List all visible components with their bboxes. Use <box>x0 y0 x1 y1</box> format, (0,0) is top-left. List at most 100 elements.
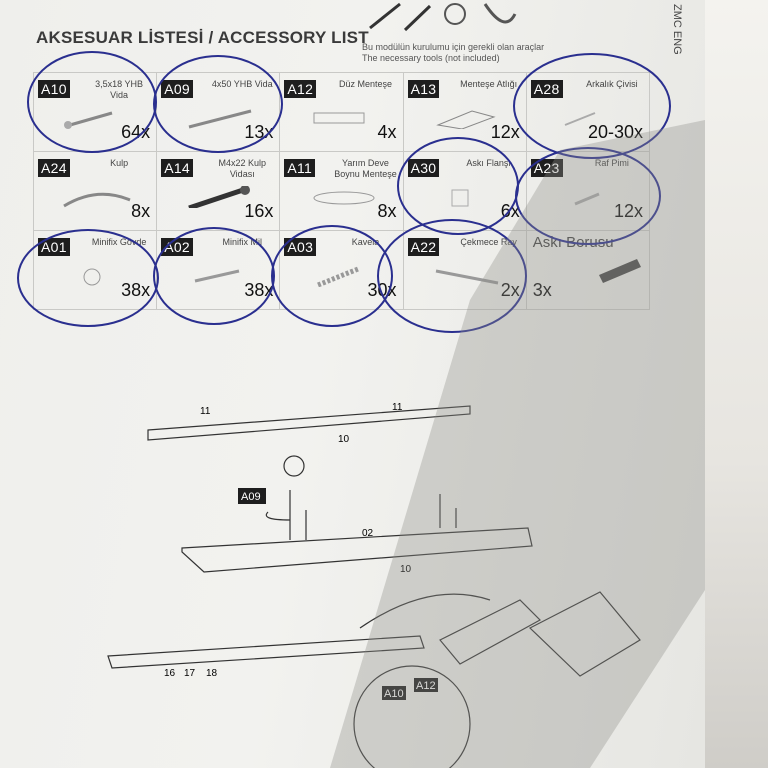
accessory-qty: 3x <box>532 280 552 300</box>
accessory-qty: 12x <box>613 201 643 221</box>
tools-note: Bu modülün kurulumu için gerekli olan ar… <box>362 42 544 64</box>
accessory-code: A01 <box>38 238 70 256</box>
accessory-code: A28 <box>530 80 563 98</box>
accessory-cell: A22 Çekmece Ray 2x <box>402 230 527 310</box>
handle-screw-icon <box>188 186 251 208</box>
accessory-name: Arkalık Çivisi <box>586 79 638 89</box>
handle-icon <box>63 192 131 208</box>
accessory-cell: A24 Kulp 8x <box>32 151 158 231</box>
tools-note-tr: Bu modülün kurulumu için gerekli olan ar… <box>362 42 545 52</box>
accessory-qty: 6x <box>500 201 520 221</box>
background-surface <box>705 0 768 768</box>
accessory-name: Kulp <box>110 158 129 168</box>
part-label: 02 <box>362 528 374 539</box>
flat-hinge-icon <box>313 112 365 124</box>
accessory-qty: 64x <box>121 122 151 142</box>
panel-bottom <box>107 635 425 669</box>
accessory-name: M4x22 Kulp Vidası <box>218 158 267 179</box>
panel-top <box>147 405 471 441</box>
part-label: 18 <box>206 668 218 679</box>
accessory-code: A13 <box>407 80 440 98</box>
accessory-cell: A23 Raf Pimi 12x <box>525 151 651 231</box>
assembly-diagram: 11 11 10 02 10 16 17 18 A09 A10 A12 <box>107 402 641 768</box>
accessory-name: Düz Menteşe <box>338 79 392 89</box>
accessory-qty: 2x <box>500 280 520 300</box>
accessory-code: A11 <box>284 159 316 177</box>
tools-note-en: The necessary tools (not included) <box>362 53 500 63</box>
accessory-code: A02 <box>161 238 193 256</box>
accessory-code: A24 <box>38 159 70 177</box>
part-badge: A10 <box>384 688 404 700</box>
rotate-arrow-icon <box>283 455 305 477</box>
accessory-name: Minifix Mil <box>222 237 263 247</box>
accessory-name: Menteşe Atlığı <box>460 79 518 89</box>
panel-middle <box>181 527 533 573</box>
accessory-qty: 4x <box>377 122 397 142</box>
accessory-qty: 8x <box>131 201 151 221</box>
accessory-cell: A11 Yarım Deve Boynu Menteşe 8x <box>279 151 404 231</box>
part-badge: A09 <box>241 491 261 503</box>
accessory-qty: 12x <box>490 122 520 142</box>
accessory-cell: A10 3,5x18 YHB Vida 64x <box>32 72 158 152</box>
accessory-name: Raf Pimi <box>594 158 629 168</box>
accessory-code: A12 <box>284 80 317 98</box>
accessory-qty: 20-30x <box>587 122 643 142</box>
accessory-name: Kavela <box>351 237 380 247</box>
flange-icon <box>451 189 469 207</box>
brand-label: ZMC ENG <box>671 4 683 55</box>
part-label: 17 <box>184 668 196 679</box>
part-badge-box <box>238 488 266 504</box>
detail-circle <box>353 665 471 768</box>
accessory-qty: 8x <box>377 201 397 221</box>
page-title: AKSESUAR LİSTESİ / ACCESSORY LIST <box>36 28 369 47</box>
accessory-cell: Askı Borusu 3x <box>525 230 651 310</box>
part-badge-box <box>382 686 406 700</box>
accessory-code: A14 <box>161 159 193 177</box>
accessory-qty: 38x <box>121 280 151 300</box>
accessory-code: A03 <box>284 238 317 256</box>
part-label: 11 <box>392 402 403 413</box>
side-panel <box>528 591 641 677</box>
side-panel <box>439 599 541 665</box>
accessory-code: A09 <box>161 80 193 98</box>
half-overlay-hinge-icon <box>313 191 375 205</box>
accessory-code: A23 <box>530 159 563 177</box>
accessory-cell: A30 Askı Flanşı 6x <box>402 151 527 231</box>
part-badge: A12 <box>416 680 436 692</box>
accessory-code: A22 <box>407 238 440 256</box>
part-label: 11 <box>200 406 211 417</box>
accessory-code: A10 <box>38 80 70 98</box>
accessory-cell: A03 Kavela 30x <box>279 230 404 310</box>
drawer-rail-icon <box>435 269 498 285</box>
leader-line <box>359 593 491 629</box>
accessory-qty: 38x <box>244 280 274 300</box>
accessory-cell: A14 M4x22 Kulp Vidası 16x <box>156 151 281 231</box>
accessory-qty: 16x <box>244 201 274 221</box>
accessory-cell: A01 Minifix Gövde 38x <box>32 230 158 310</box>
accessory-name: 3,5x18 YHB Vida <box>95 79 144 100</box>
accessory-name: Çekmece Ray <box>460 237 517 247</box>
accessory-cell: A12 Düz Menteşe 4x <box>279 72 404 152</box>
part-label: 16 <box>164 668 176 679</box>
accessory-qty: 30x <box>367 280 397 300</box>
accessory-name: Askı Flanşı <box>466 158 511 168</box>
accessory-name: Askı Borusu <box>532 234 614 251</box>
accessory-code: A30 <box>407 159 440 177</box>
accessory-cell: A13 Menteşe Atlığı 12x <box>402 72 527 152</box>
accessory-name: 4x50 YHB Vida <box>211 79 273 89</box>
leader-line <box>265 511 291 521</box>
accessory-name: Yarım Deve Boynu Menteşe <box>334 158 397 179</box>
accessory-cell: A28 Arkalık Çivisi 20-30x <box>525 72 651 152</box>
table-row: A24 Kulp 8x A14 M4x22 Kulp Vidası 16x A11 Y… <box>32 151 651 231</box>
accessory-name: Minifix Gövde <box>91 237 147 247</box>
tools-illustration <box>369 2 517 32</box>
accessory-cell: A02 Minifix Mil 38x <box>156 230 281 310</box>
part-label: 10 <box>400 564 412 575</box>
part-badge-box <box>414 678 438 692</box>
hanging-rod-icon <box>599 259 641 283</box>
hinge-plate-icon <box>435 110 496 129</box>
